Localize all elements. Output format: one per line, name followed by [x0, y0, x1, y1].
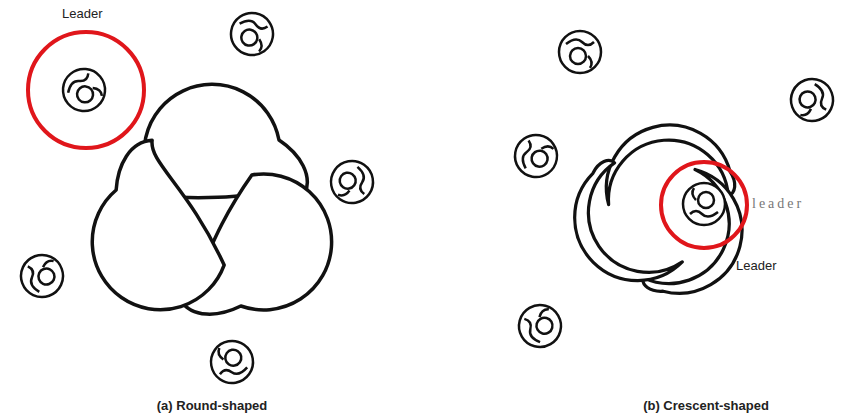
- leader-handwritten: leader: [752, 196, 804, 212]
- round-team-members: [15, 10, 376, 387]
- leader-highlight: [661, 162, 747, 248]
- crescent-lobes: [550, 125, 765, 318]
- crescent-team-members: [511, 31, 839, 355]
- subfigure-caption: (a) Round-shaped: [157, 398, 268, 413]
- leader-highlight: [28, 32, 144, 148]
- round-lobes: [54, 84, 357, 358]
- leader-label: Leader: [736, 258, 776, 273]
- leader-label: Leader: [62, 6, 102, 21]
- subfigure-caption: (b) Crescent-shaped: [643, 398, 769, 413]
